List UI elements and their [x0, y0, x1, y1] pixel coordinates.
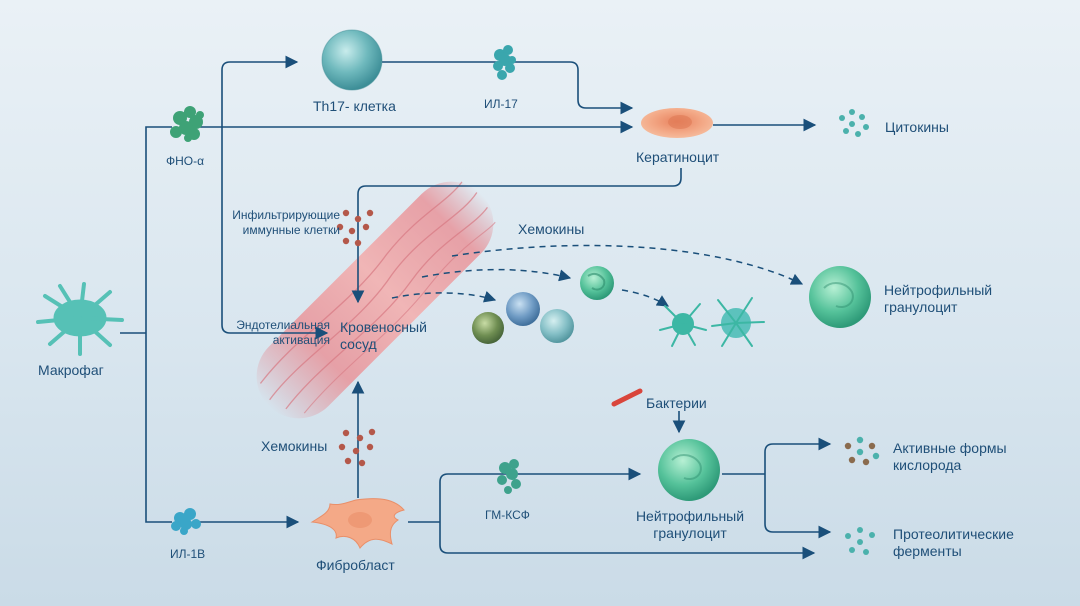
macrophage-label: Макрофаг: [38, 362, 104, 378]
vessel-label-line2: сосуд: [340, 336, 377, 352]
ros-label-line1: Активные формы: [893, 440, 1007, 456]
vessel-label-line1: Кровеносный: [340, 319, 427, 335]
ros-label: Активные формы кислорода: [893, 440, 1007, 474]
fibroblast-cell: [310, 498, 405, 549]
keratinocyte-label: Кератиноцит: [636, 149, 720, 165]
neutrophil-bottom-label-line1: Нейтрофильный: [635, 508, 745, 524]
neutrophil-bottom-label: Нейтрофильный гранулоцит: [628, 508, 752, 542]
infiltrating-cells-dots: [336, 209, 374, 247]
pathway-arrows: [120, 55, 832, 560]
blood-cells-cluster: [472, 292, 574, 344]
endothelial-label-line1: Эндотелиальная: [236, 318, 330, 332]
chemokines-top-label: Хемокины: [518, 221, 585, 237]
bacteria-label: Бактерии: [646, 395, 707, 411]
proteolytic-label: Протеолитические ферменты: [893, 526, 1014, 560]
cytokine-dots: [839, 109, 869, 137]
ros-dots: [844, 436, 880, 466]
macrophage-cell: [36, 282, 124, 356]
keratinocyte-cell: [641, 108, 713, 138]
proteolytic-label-line1: Протеолитические: [893, 526, 1014, 542]
chemokines-bottom-label: Хемокины: [261, 438, 328, 454]
il1b-label: ИЛ-1B: [170, 547, 206, 561]
neutrophil-top-label-line1: Нейтрофильный: [884, 282, 993, 298]
infiltrating-label-line2: иммунные клетки: [242, 223, 340, 237]
neutrophil-top-cell: [809, 266, 871, 328]
bacteria-shape: [611, 388, 643, 407]
migrating-neutrophil: [580, 266, 614, 300]
infiltrating-label-line1: Инфильтрирующие: [232, 208, 340, 222]
tnf-label: ФНО-α: [166, 154, 205, 168]
cytokines-label: Цитокины: [885, 119, 949, 135]
gmcsf-label: ГМ-КСФ: [485, 508, 530, 522]
ros-label-line2: кислорода: [893, 457, 962, 473]
neutrophil-bottom-cell: [658, 439, 720, 501]
neutrophil-top-label: Нейтрофильный гранулоцит: [884, 282, 992, 316]
chemokine-dots-bottom: [338, 428, 376, 467]
blood-vessel-shape: [256, 181, 496, 419]
il17-protein: [493, 45, 516, 80]
proteolytic-dots: [845, 527, 875, 555]
il1b-protein: [171, 508, 201, 535]
infiltrating-label: Инфильтрирующие иммунные клетки: [226, 208, 340, 238]
chemokine-dashed-arrows: [391, 244, 804, 307]
endothelial-label: Эндотелиальная активация: [220, 318, 330, 348]
gmcsf-protein: [497, 459, 521, 494]
th17-cell: [321, 29, 383, 91]
fibroblast-label: Фибробласт: [316, 557, 395, 573]
spiky-cells: [659, 297, 765, 347]
vessel-label: Кровеносный сосуд: [340, 319, 427, 353]
proteolytic-label-line2: ферменты: [893, 543, 962, 559]
neutrophil-bottom-label-line2: гранулоцит: [653, 525, 727, 541]
tnf-alpha-protein: [170, 106, 204, 142]
th17-label: Th17- клетка: [313, 98, 396, 114]
il17-label: ИЛ-17: [484, 97, 518, 111]
endothelial-label-line2: активация: [272, 333, 330, 347]
neutrophil-top-label-line2: гранулоцит: [884, 299, 958, 315]
